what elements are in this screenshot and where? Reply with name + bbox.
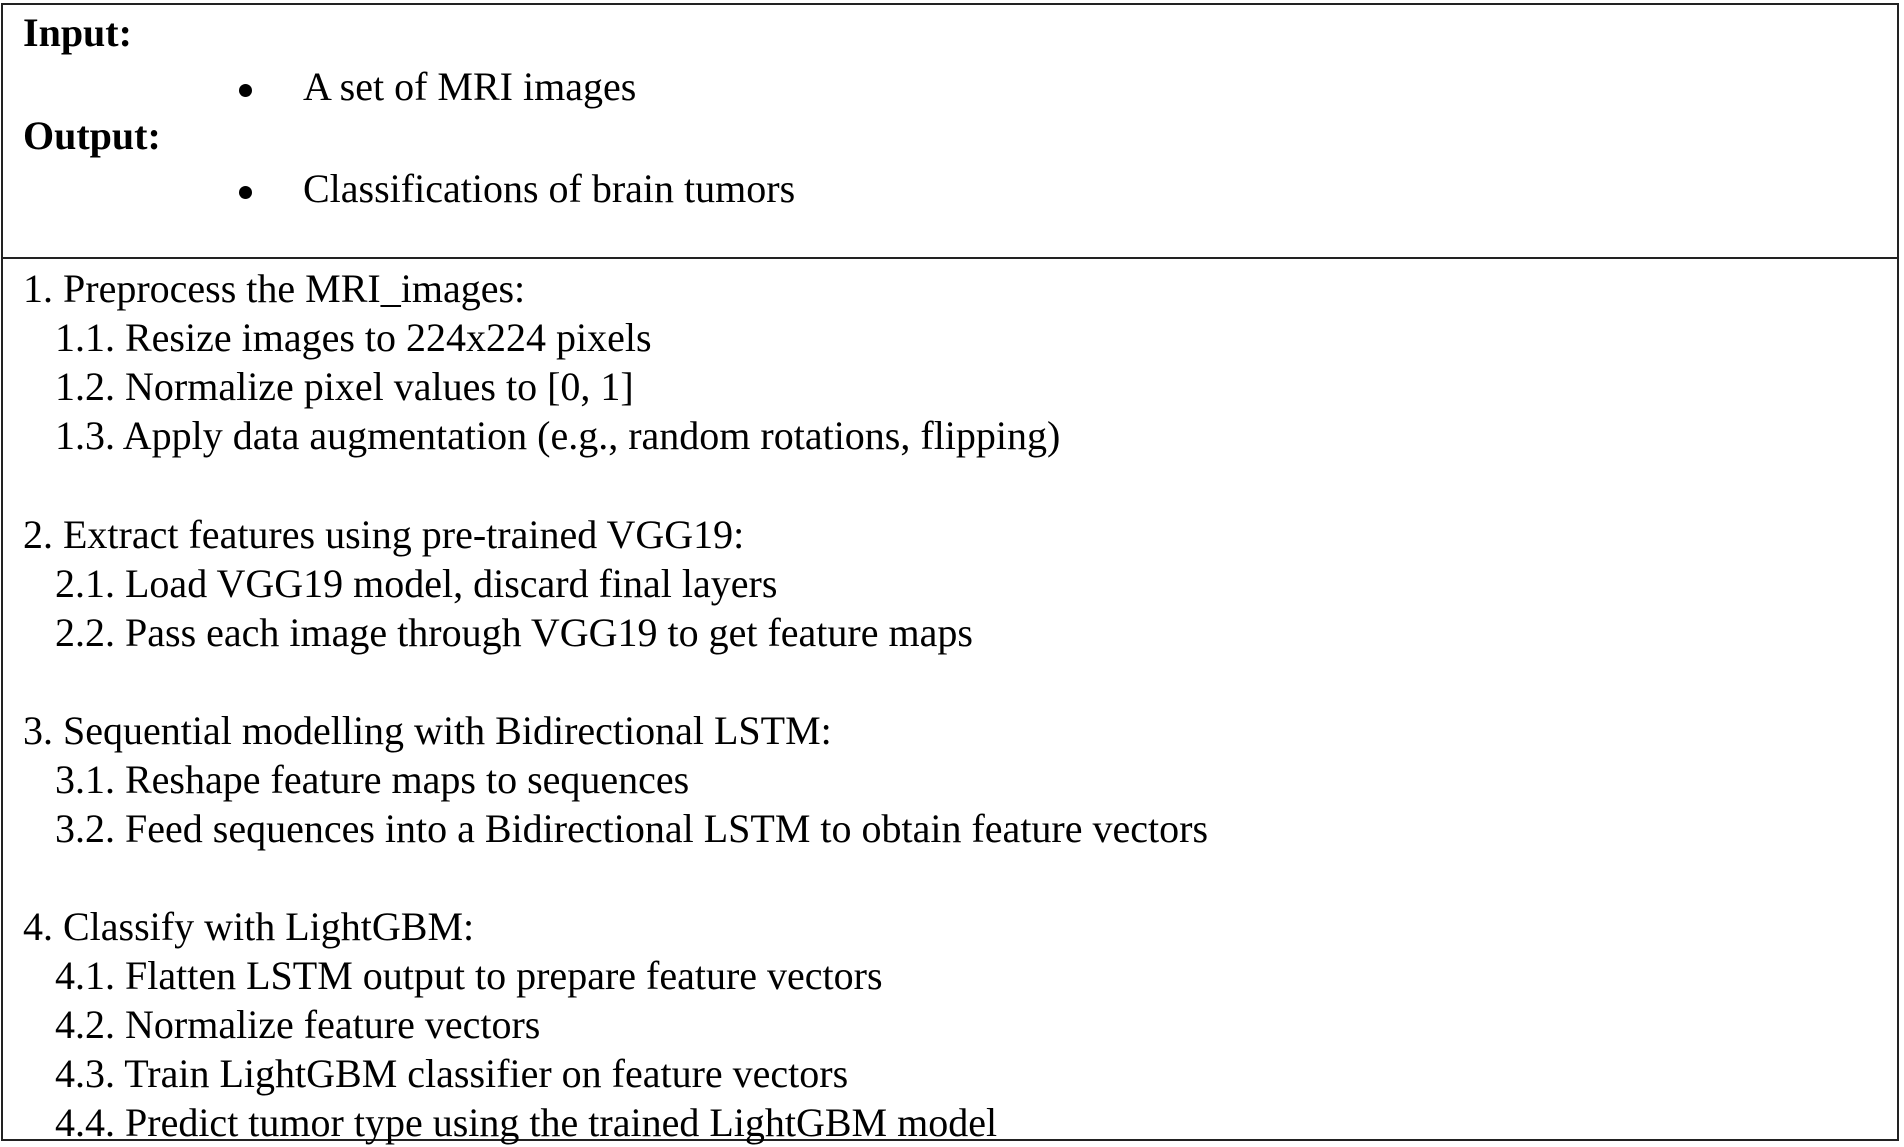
step-heading: 4. Classify with LightGBM: xyxy=(23,904,475,949)
algorithm-box: Input: A set of MRI images Output: Class… xyxy=(1,3,1899,1145)
substep: 1.2. Normalize pixel values to [0, 1] xyxy=(55,364,634,409)
substep: 3.2. Feed sequences into a Bidirectional… xyxy=(55,806,1209,851)
bullet-icon xyxy=(239,84,252,97)
input-item: A set of MRI images xyxy=(303,64,637,109)
substep: 4.4. Predict tumor type using the traine… xyxy=(55,1100,998,1145)
input-output-section: Input: A set of MRI images Output: Class… xyxy=(3,5,1897,259)
substep: 1.3. Apply data augmentation (e.g., rand… xyxy=(55,413,1061,458)
output-label: Output: xyxy=(23,113,161,158)
output-item: Classifications of brain tumors xyxy=(303,166,796,211)
substep: 3.1. Reshape feature maps to sequences xyxy=(55,757,690,802)
step-heading: 1. Preprocess the MRI_images: xyxy=(23,266,526,311)
step-heading: 3. Sequential modelling with Bidirection… xyxy=(23,708,832,753)
substep: 2.2. Pass each image through VGG19 to ge… xyxy=(55,610,973,655)
substep: 4.1. Flatten LSTM output to prepare feat… xyxy=(55,953,883,998)
input-label: Input: xyxy=(23,10,132,55)
substep: 1.1. Resize images to 224x224 pixels xyxy=(55,315,652,360)
substep: 4.3. Train LightGBM classifier on featur… xyxy=(55,1051,849,1096)
substep: 4.2. Normalize feature vectors xyxy=(55,1002,541,1047)
bullet-icon xyxy=(239,186,252,199)
step-heading: 2. Extract features using pre-trained VG… xyxy=(23,512,745,557)
substep: 2.1. Load VGG19 model, discard final lay… xyxy=(55,561,778,606)
